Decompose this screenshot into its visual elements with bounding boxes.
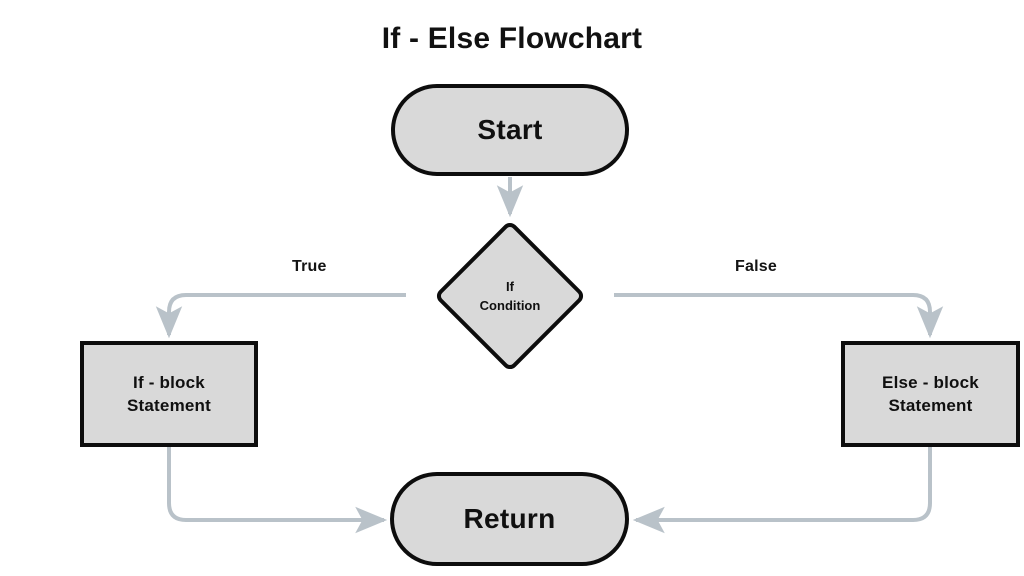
edge-if-block-to-return — [167, 447, 388, 534]
node-if-condition-label-line2: Condition — [479, 298, 541, 313]
node-start-label: Start — [477, 114, 543, 145]
edge-condition-to-else-block — [614, 293, 944, 339]
node-else-block[interactable]: Else - block Statement — [841, 341, 1020, 447]
node-if-block[interactable]: If - block Statement — [80, 341, 258, 447]
edge-else-block-to-return — [632, 447, 932, 534]
node-if-condition-label-line1: If — [506, 279, 514, 294]
edge-label-true: True — [292, 258, 327, 275]
node-else-block-label-line2: Statement — [888, 396, 973, 415]
node-if-condition[interactable]: If Condition — [433, 219, 587, 373]
node-return-label: Return — [463, 503, 556, 534]
node-start[interactable]: Start — [391, 84, 629, 176]
node-if-condition-label: If Condition — [456, 242, 564, 350]
page-title: If - Else Flowchart — [381, 22, 643, 55]
edge-condition-to-if-block — [155, 293, 406, 339]
node-else-block-label-line1: Else - block — [882, 373, 979, 392]
node-if-block-label-line1: If - block — [133, 373, 205, 392]
node-if-block-label-line2: Statement — [127, 396, 211, 415]
node-return[interactable]: Return — [390, 472, 629, 566]
edge-label-false: False — [735, 258, 777, 275]
